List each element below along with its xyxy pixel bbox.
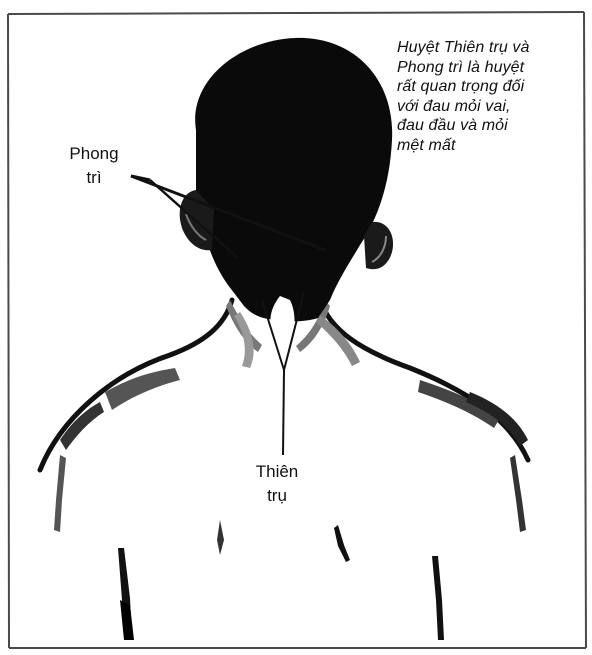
label-line: Phong: [52, 142, 136, 166]
caption-line: mệt mất: [397, 136, 587, 156]
label-thien-tru: Thiên trụ: [236, 460, 318, 508]
label-line: trụ: [236, 484, 318, 508]
label-line: Thiên: [236, 460, 318, 484]
caption-line: đau đầu và mỏi: [397, 116, 587, 136]
caption: Huyệt Thiên trụ và Phong trì là huyệt rấ…: [397, 38, 587, 155]
caption-line: với đau mỏi vai,: [397, 97, 587, 117]
head: [180, 38, 393, 341]
label-line: trì: [52, 166, 136, 190]
caption-line: Huyệt Thiên trụ và: [397, 38, 587, 58]
caption-line: Phong trì là huyệt: [397, 58, 587, 78]
caption-line: rất quan trọng đối: [397, 77, 587, 97]
label-phong-tri: Phong trì: [52, 142, 136, 190]
